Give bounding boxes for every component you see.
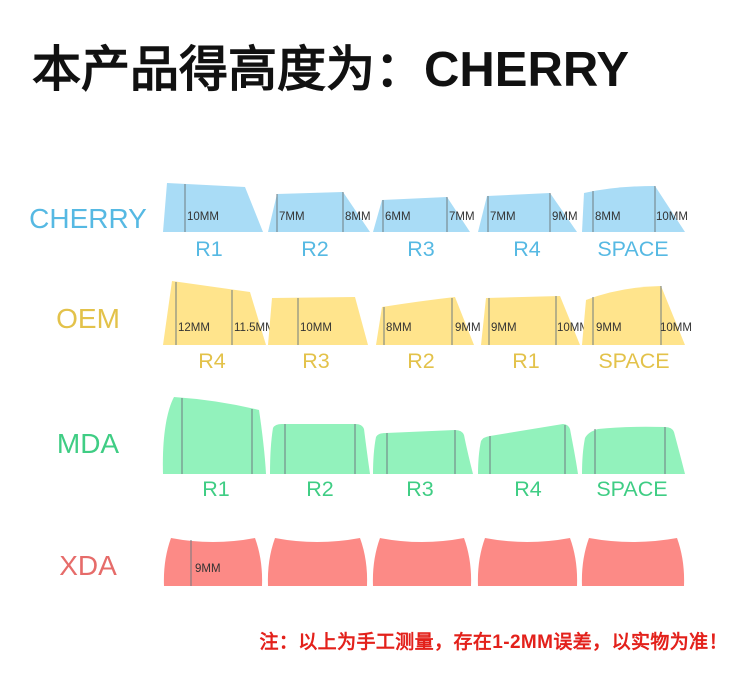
keycap-r4: R4 [478,424,578,501]
height-label: 6MM [385,211,411,223]
height-label: 8MM [345,211,371,223]
keycap-r4: 12MM 11.5MM R4 [163,281,275,373]
measurement-disclaimer: 注：以上为手工测量，存在1-2MM误差，以实物为准！ [259,632,728,653]
keycap-r2: R2 [270,424,370,501]
key-row-label: R1 [202,477,229,501]
height-label: 7MM [449,211,475,223]
height-label: 9MM [195,563,221,575]
profile-row-xda: XDA 9MM [59,538,685,586]
keycap-r3: R3 [373,430,473,501]
profile-row-mda: MDA R1 R2 R3 [57,397,685,501]
key-row-label: R2 [407,349,434,373]
height-label: 10MM [656,211,688,223]
key-row-label: R2 [306,477,333,501]
key-row-label: SPACE [597,237,668,261]
height-label: 8MM [595,211,621,223]
keycap-r3: 10MM R3 [268,297,368,373]
keycap-r4: 7MM 9MM R4 [478,193,578,261]
keycap-shape [270,424,370,474]
height-label: 11.5MM [234,322,275,334]
keycap-r3: 6MM 7MM R3 [373,197,475,261]
keycap-shape [267,538,368,586]
height-label: 9MM [596,322,622,334]
keycap-shape [478,193,577,232]
key-row-label: R4 [198,349,226,373]
height-label: 8MM [386,322,412,334]
keycap-4 [477,538,578,586]
keycap-shape [162,397,266,474]
keycap-shape [373,197,470,232]
key-row-label: SPACE [596,477,667,501]
key-row-label: R4 [513,237,541,261]
height-label: 12MM [178,322,210,334]
key-row-label: R4 [514,477,542,501]
height-label: 7MM [279,211,305,223]
keycap-shape [481,296,580,345]
key-row-label: R3 [406,477,434,501]
keycap-shape [268,297,368,345]
key-row-label: R3 [407,237,435,261]
keycap-shape [582,286,685,345]
key-row-label: R3 [302,349,330,373]
keycap-r1: R1 [162,397,266,501]
keycap-1: 9MM [163,538,263,586]
keycap-space: 9MM 10MM SPACE [582,286,692,373]
keycap-space: 8MM 10MM SPACE [582,186,688,261]
profile-label: OEM [56,303,120,334]
height-label: 7MM [490,211,516,223]
keycap-shape [268,192,370,232]
key-row-label: SPACE [598,349,669,373]
keycap-r1: 9MM 10MM R1 [481,296,589,373]
keycap-5 [581,538,685,586]
keycap-shape [477,538,578,586]
keycap-shape [376,297,474,345]
profile-row-cherry: CHERRY 10MM R1 7MM 8MM R2 6MM 7MM [29,183,688,261]
keycap-3 [372,538,472,586]
keycap-space: SPACE [582,426,685,501]
keycap-2 [267,538,368,586]
page-title: 本产品得高度为：CHERRY [32,43,630,97]
keycap-shape [163,538,263,586]
height-label: 10MM [557,322,589,334]
keycap-shape [581,538,685,586]
profile-row-oem: OEM 12MM 11.5MM R4 10MM R3 8MM 9MM [56,281,692,373]
height-label: 9MM [491,322,517,334]
height-label: 10MM [187,211,219,223]
keycap-r2: 8MM 9MM R2 [376,297,481,373]
profile-label: MDA [57,428,120,459]
height-label: 9MM [552,211,578,223]
keycap-r1: 10MM R1 [163,183,263,261]
keycap-shape [582,426,685,474]
keycap-shape [373,430,473,474]
key-row-label: R1 [195,237,222,261]
key-row-label: R2 [301,237,328,261]
keycap-shape [582,186,685,232]
keycap-shape [163,183,263,232]
key-row-label: R1 [512,349,539,373]
keycap-r2: 7MM 8MM R2 [268,192,371,261]
height-label: 9MM [455,322,481,334]
height-label: 10MM [660,322,692,334]
profile-label: CHERRY [29,203,147,234]
height-label: 10MM [300,322,332,334]
keycap-shape [372,538,472,586]
keycap-shape [478,424,578,474]
keycap-shape [163,281,266,345]
profile-label: XDA [59,550,117,581]
